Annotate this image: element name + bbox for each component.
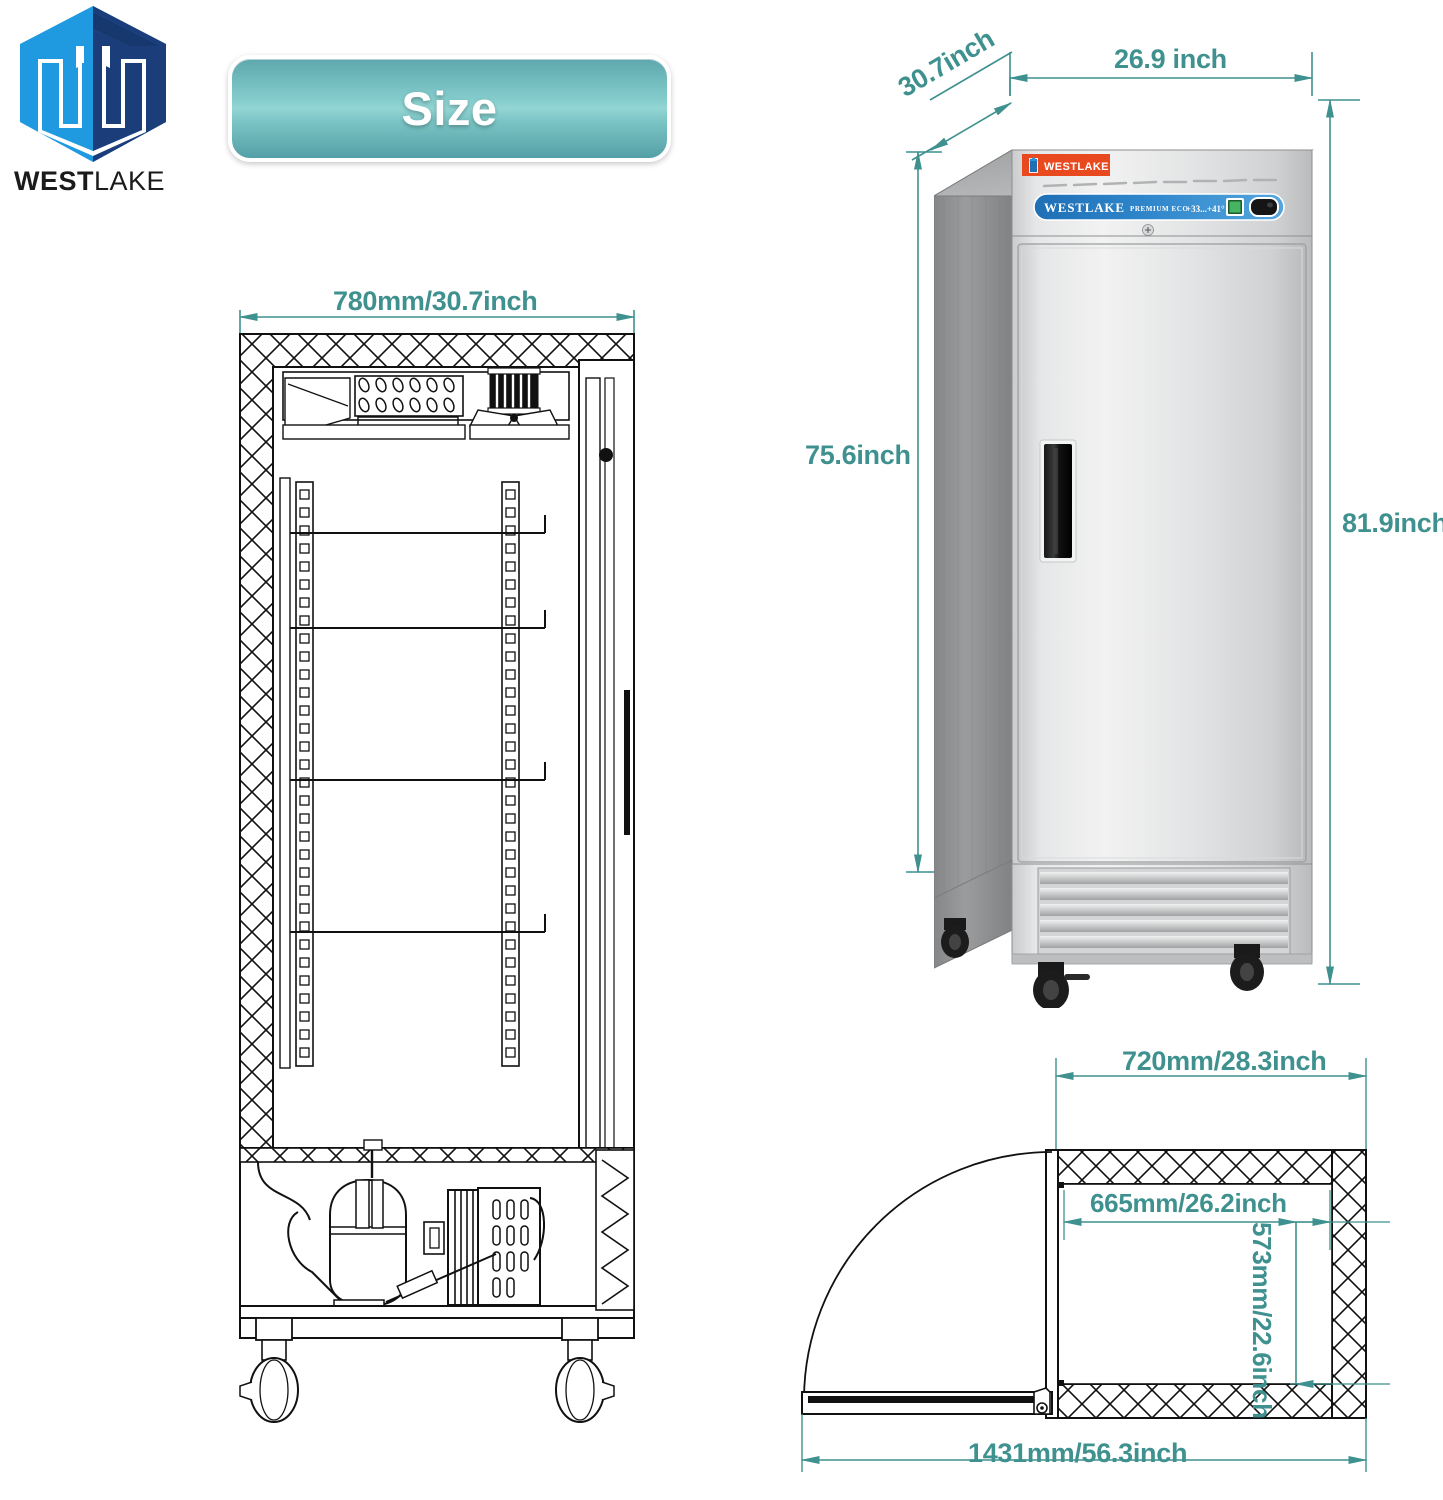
westlake-hexagon-icon	[18, 4, 168, 164]
brand-badge	[1022, 154, 1110, 176]
svg-text:PREMIUM ECO: PREMIUM ECO	[1130, 205, 1189, 213]
dimension-label-body-height-inch: 75.6inch	[805, 440, 911, 470]
refrigerator-3d-render: WESTLAKE WESTLAKE PREMIUM ECO +33...+41°	[934, 149, 1314, 1008]
caster-left	[239, 1317, 299, 1423]
caster-front-right	[1230, 944, 1264, 991]
brand-wordmark-bold: WEST	[14, 166, 94, 196]
caster-front-left	[1033, 962, 1090, 1008]
dimension-label-total-height-inch: 81.9inch	[1342, 508, 1443, 538]
caster-rear-left	[941, 918, 969, 958]
svg-text:+33...+41°: +33...+41°	[1186, 204, 1225, 214]
brand-wordmark: WESTLAKE	[14, 166, 184, 197]
door-swing-arc	[803, 1151, 1053, 1401]
product-render-dimension-lines	[906, 51, 1360, 986]
dimension-label-interior-depth: 573mm/22.6inch	[1247, 1222, 1277, 1419]
brand-logo: WESTLAKE	[8, 4, 188, 204]
brand-wordmark-light: LAKE	[94, 166, 166, 196]
door-panel	[1017, 243, 1307, 863]
dimension-label-width-inch: 26.9 inch	[1114, 44, 1227, 74]
dimension-label-open-door-width: 1431mm/56.3inch	[968, 1438, 1188, 1468]
dimension-label-interior-width: 665mm/26.2inch	[1090, 1188, 1287, 1218]
size-banner: Size	[228, 55, 671, 162]
caster-right	[555, 1317, 615, 1423]
door-swing-plan-drawing	[800, 1058, 1390, 1472]
control-panel	[1033, 193, 1285, 221]
size-banner-label: Size	[401, 82, 498, 135]
compressor	[287, 1178, 407, 1310]
cross-section-drawing	[238, 310, 636, 1423]
svg-text:WESTLAKE: WESTLAKE	[1044, 161, 1109, 173]
svg-text:WESTLAKE: WESTLAKE	[1044, 200, 1125, 215]
condenser-assembly	[385, 1187, 545, 1306]
dimension-label-cabinet-width: 780mm/30.7inch	[333, 286, 538, 316]
dimension-label-plan-width: 720mm/28.3inch	[1122, 1046, 1327, 1076]
